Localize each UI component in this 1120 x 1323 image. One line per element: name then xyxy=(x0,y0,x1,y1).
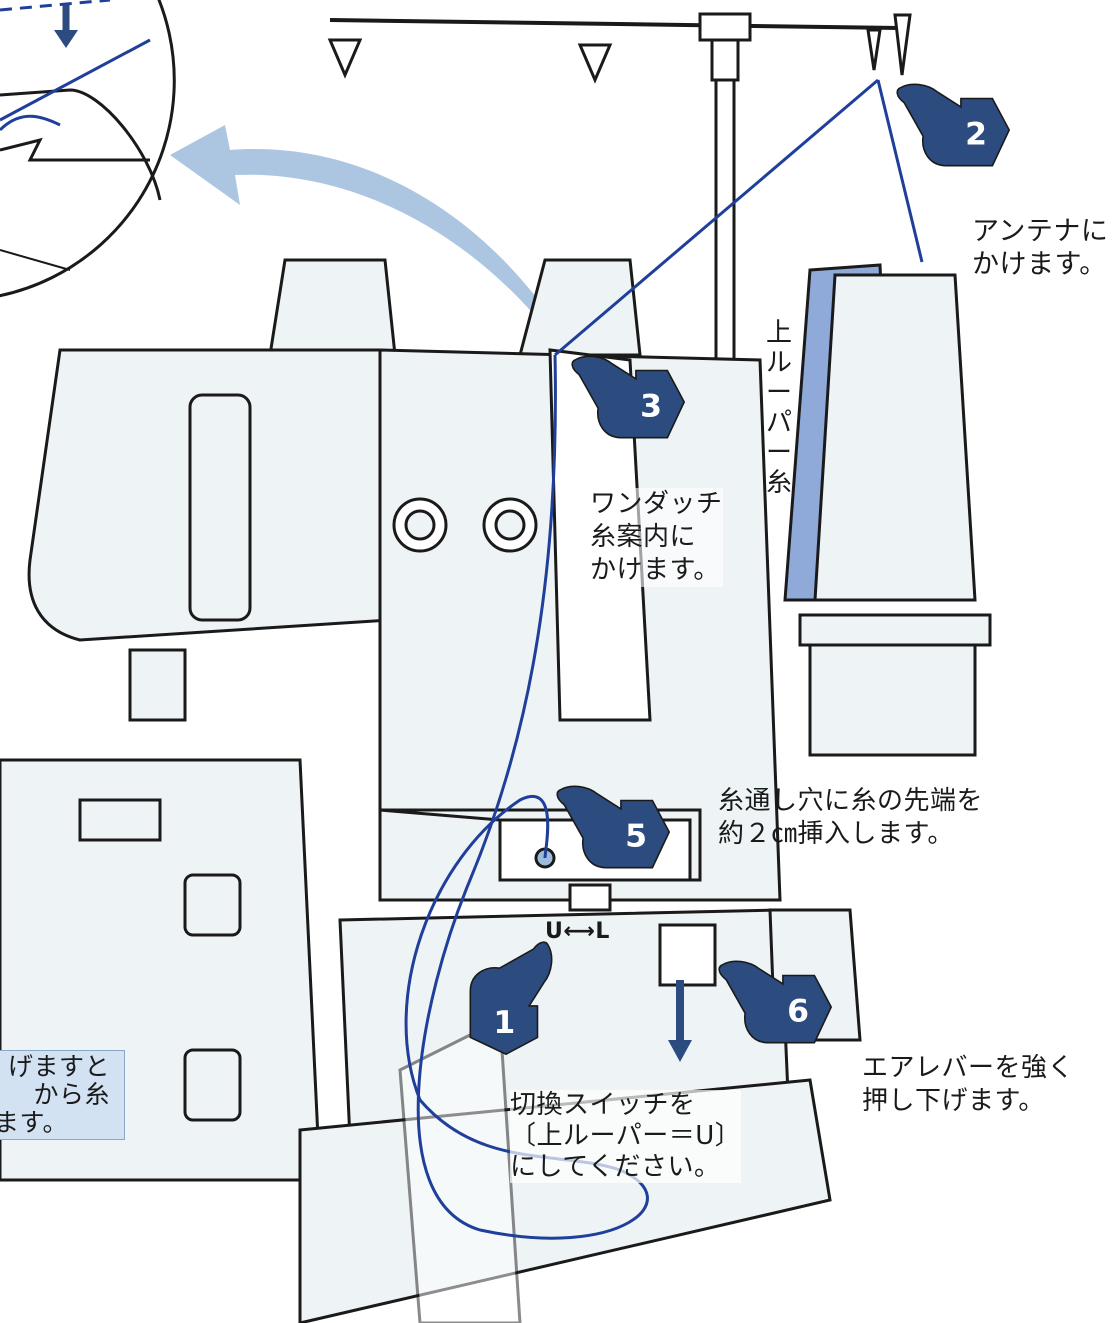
step-1-pointing-hand-icon: 1 xyxy=(469,941,553,1055)
note-line: から糸 xyxy=(8,1080,111,1109)
down-arrow-icon xyxy=(668,980,692,1062)
step-6-pointing-hand-icon: 6 xyxy=(718,960,832,1044)
step-number: 5 xyxy=(625,819,647,855)
switch-lever-instruction: 切換スイッチを 〔上ルーパー＝U〕 にしてください。 xyxy=(510,1090,742,1183)
insert-thread-instruction: 糸通し穴に糸の先端を 約２㎝挿入します。 xyxy=(718,786,984,849)
antenna-instruction: アンテナに かけます。 xyxy=(972,216,1109,280)
step-number: 6 xyxy=(787,994,809,1030)
thread-cones xyxy=(268,258,992,757)
one-touch-guide-instruction: ワンダッチ 糸案内に かけます。 xyxy=(590,488,723,587)
air-lever-instruction: エアレバーを強く 押し下げます。 xyxy=(862,1053,1075,1116)
note-line: ます。 xyxy=(0,1108,69,1137)
step-3-pointing-hand-icon: 3 xyxy=(571,355,685,439)
note-line: げますと xyxy=(8,1052,111,1081)
upper-looper-thread-label: 上ルーパー糸 xyxy=(765,318,792,498)
curved-arrow-icon xyxy=(170,125,560,340)
serger-machine-body xyxy=(0,348,862,1323)
switch-marking: U⟷L xyxy=(545,919,610,944)
step-number: 2 xyxy=(965,117,987,153)
down-arrow-icon xyxy=(54,5,78,48)
step-2-pointing-hand-icon: 2 xyxy=(896,83,1010,167)
note-box: げますと から糸 ます。 xyxy=(0,1050,125,1140)
step-5-pointing-hand-icon: 5 xyxy=(556,785,670,869)
step-number: 3 xyxy=(640,389,662,425)
step-number: 1 xyxy=(493,1005,515,1041)
zoom-inset xyxy=(0,0,176,298)
